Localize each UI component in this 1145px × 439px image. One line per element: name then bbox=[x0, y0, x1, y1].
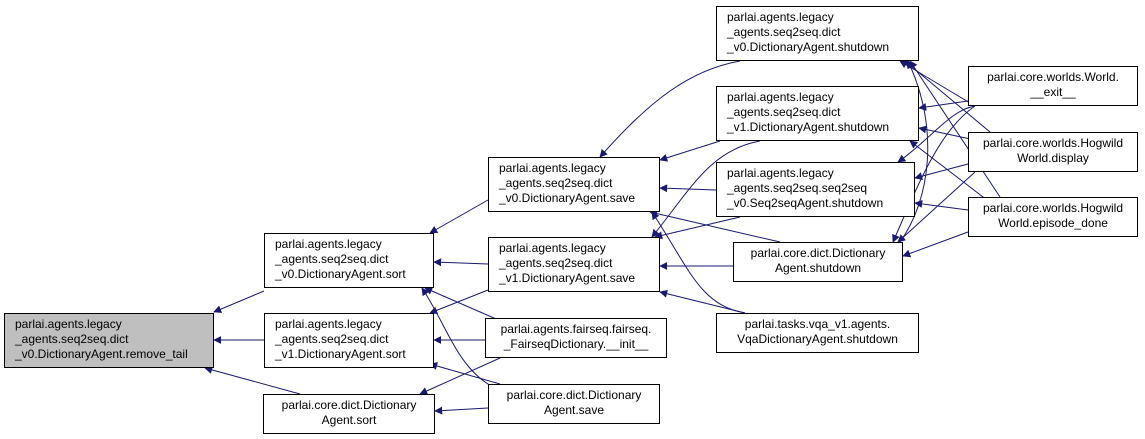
edge-fairseq-init-to-core-sort bbox=[419, 357, 501, 395]
node-v1-dictionary-agent-sort[interactable]: parlai.agents.legacy _agents.seq2seq.dic… bbox=[264, 313, 434, 368]
node-line: _agents.seq2seq.dict bbox=[275, 252, 389, 266]
node-v0-dictionary-agent-sort[interactable]: parlai.agents.legacy _agents.seq2seq.dic… bbox=[264, 233, 434, 288]
node-line: _v0.DictionaryAgent.remove_tail bbox=[15, 347, 188, 361]
node-vqa-dictionary-agent-shutdown[interactable]: parlai.tasks.vqa_v1.agents. VqaDictionar… bbox=[716, 313, 919, 353]
edge-world-exit-to-core-shutdown bbox=[892, 105, 976, 243]
node-line: parlai.agents.legacy bbox=[15, 317, 122, 331]
edge-v0-save-to-v0-sort bbox=[429, 199, 489, 234]
node-seq2seq-agent-shutdown[interactable]: parlai.agents.legacy _agents.seq2seq.seq… bbox=[716, 162, 915, 217]
edge-hogwild-episode-to-v0-shutdown bbox=[909, 60, 1001, 198]
node-v0-dictionary-agent-shutdown[interactable]: parlai.agents.legacy _agents.seq2seq.dic… bbox=[716, 6, 919, 61]
node-core-dictionary-agent-save[interactable]: parlai.core.dict.Dictionary Agent.save bbox=[488, 384, 660, 424]
node-fairseq-dictionary-init[interactable]: parlai.agents.fairseq.fairseq. _FairseqD… bbox=[485, 318, 667, 358]
node-line: _v0.Seq2seqAgent.shutdown bbox=[727, 196, 884, 210]
node-line: Agent.shutdown bbox=[774, 261, 862, 275]
node-line: parlai.core.worlds.Hogwild bbox=[982, 136, 1124, 150]
node-core-dictionary-agent-sort[interactable]: parlai.core.dict.Dictionary Agent.sort bbox=[263, 394, 435, 434]
node-line: _v0.DictionaryAgent.sort bbox=[275, 267, 406, 281]
node-line: parlai.tasks.vqa_v1.agents. bbox=[744, 317, 891, 331]
node-line: _agents.seq2seq.dict bbox=[275, 332, 389, 346]
node-v1-dictionary-agent-shutdown[interactable]: parlai.agents.legacy _agents.seq2seq.dic… bbox=[716, 86, 919, 141]
node-line: _v1.DictionaryAgent.shutdown bbox=[727, 120, 890, 134]
edge-hogwild-episode-to-core-shutdown bbox=[902, 231, 969, 258]
node-line: parlai.agents.legacy bbox=[727, 90, 834, 104]
node-line: _agents.seq2seq.seq2seq bbox=[727, 181, 868, 195]
node-line: parlai.agents.fairseq.fairseq. bbox=[500, 322, 652, 336]
node-line: World.episode_done bbox=[998, 216, 1108, 230]
node-line: _v1.DictionaryAgent.save bbox=[499, 271, 636, 285]
node-line: _v0.DictionaryAgent.save bbox=[499, 191, 636, 205]
node-line: parlai.agents.legacy bbox=[499, 241, 606, 255]
node-line: _v1.DictionaryAgent.sort bbox=[275, 347, 406, 361]
edge-world-exit-to-v1-shutdown bbox=[918, 100, 969, 111]
edge-vqa-shutdown-to-v1-save bbox=[659, 289, 746, 314]
node-line: Agent.save bbox=[543, 403, 605, 417]
node-world-exit[interactable]: parlai.core.worlds.World. __exit__ bbox=[968, 66, 1138, 106]
node-line: Agent.sort bbox=[321, 413, 377, 427]
node-line: _FairseqDictionary.__init__ bbox=[503, 337, 649, 351]
edge-v1-shutdown-to-v1-save bbox=[651, 140, 761, 238]
node-line: World.display bbox=[1017, 151, 1089, 165]
node-line: VqaDictionaryAgent.shutdown bbox=[737, 332, 898, 346]
edge-core-save-to-core-sort bbox=[434, 406, 489, 415]
edge-v1-save-to-v1-sort bbox=[429, 289, 489, 315]
node-line: parlai.core.worlds.World. bbox=[987, 70, 1119, 84]
edge-world-exit-to-s2s-shutdown bbox=[897, 105, 976, 163]
node-line: parlai.agents.legacy bbox=[727, 10, 834, 24]
node-line: _agents.seq2seq.dict bbox=[727, 25, 841, 39]
node-line: _agents.seq2seq.dict bbox=[499, 256, 613, 270]
node-line: parlai.agents.legacy bbox=[275, 237, 382, 251]
edge-v0-sort-to-remove-tail bbox=[213, 290, 265, 313]
node-line: _agents.seq2seq.dict bbox=[15, 332, 129, 346]
node-line: __exit__ bbox=[1030, 85, 1076, 99]
node-line: _v0.DictionaryAgent.shutdown bbox=[727, 40, 890, 54]
node-hogwild-world-episode-done[interactable]: parlai.core.worlds.Hogwild World.episode… bbox=[968, 197, 1138, 237]
node-line: parlai.core.dict.Dictionary bbox=[750, 246, 886, 260]
edge-v1-save-to-v0-sort bbox=[433, 258, 489, 267]
edge-core-sort-to-remove-tail bbox=[204, 366, 301, 395]
node-line: parlai.agents.legacy bbox=[275, 317, 382, 331]
edge-s2s-shutdown-to-v1-save bbox=[654, 216, 741, 240]
node-line: parlai.core.dict.Dictionary bbox=[281, 398, 417, 412]
edge-hogwild-episode-to-s2s-shutdown bbox=[914, 199, 969, 211]
node-line: _agents.seq2seq.dict bbox=[499, 176, 613, 190]
edge-v0-shutdown-to-v0-save bbox=[599, 60, 741, 158]
node-remove-tail[interactable]: parlai.agents.legacy _agents.seq2seq.dic… bbox=[4, 313, 214, 368]
edge-v1-shutdown-to-v0-save bbox=[659, 140, 721, 162]
node-line: parlai.agents.legacy bbox=[727, 166, 834, 180]
edge-core-shutdown-to-v0-save bbox=[649, 209, 781, 243]
node-line: parlai.core.worlds.Hogwild bbox=[982, 201, 1124, 215]
node-core-dictionary-agent-shutdown[interactable]: parlai.core.dict.Dictionary Agent.shutdo… bbox=[733, 242, 903, 282]
node-line: _agents.seq2seq.dict bbox=[727, 105, 841, 119]
node-line: parlai.core.dict.Dictionary bbox=[506, 388, 642, 402]
edge-hogwild-display-to-v0-shutdown bbox=[904, 60, 991, 133]
node-hogwild-world-display[interactable]: parlai.core.worlds.Hogwild World.display bbox=[968, 132, 1138, 172]
node-v0-dictionary-agent-save[interactable]: parlai.agents.legacy _agents.seq2seq.dic… bbox=[488, 157, 660, 212]
node-line: parlai.agents.legacy bbox=[499, 161, 606, 175]
edge-hogwild-display-to-core-shutdown bbox=[897, 171, 976, 243]
edge-hogwild-display-to-s2s-shutdown bbox=[914, 163, 969, 181]
edge-s2s-shutdown-to-v0-save bbox=[659, 184, 717, 193]
node-v1-dictionary-agent-save[interactable]: parlai.agents.legacy _agents.seq2seq.dic… bbox=[488, 237, 660, 292]
